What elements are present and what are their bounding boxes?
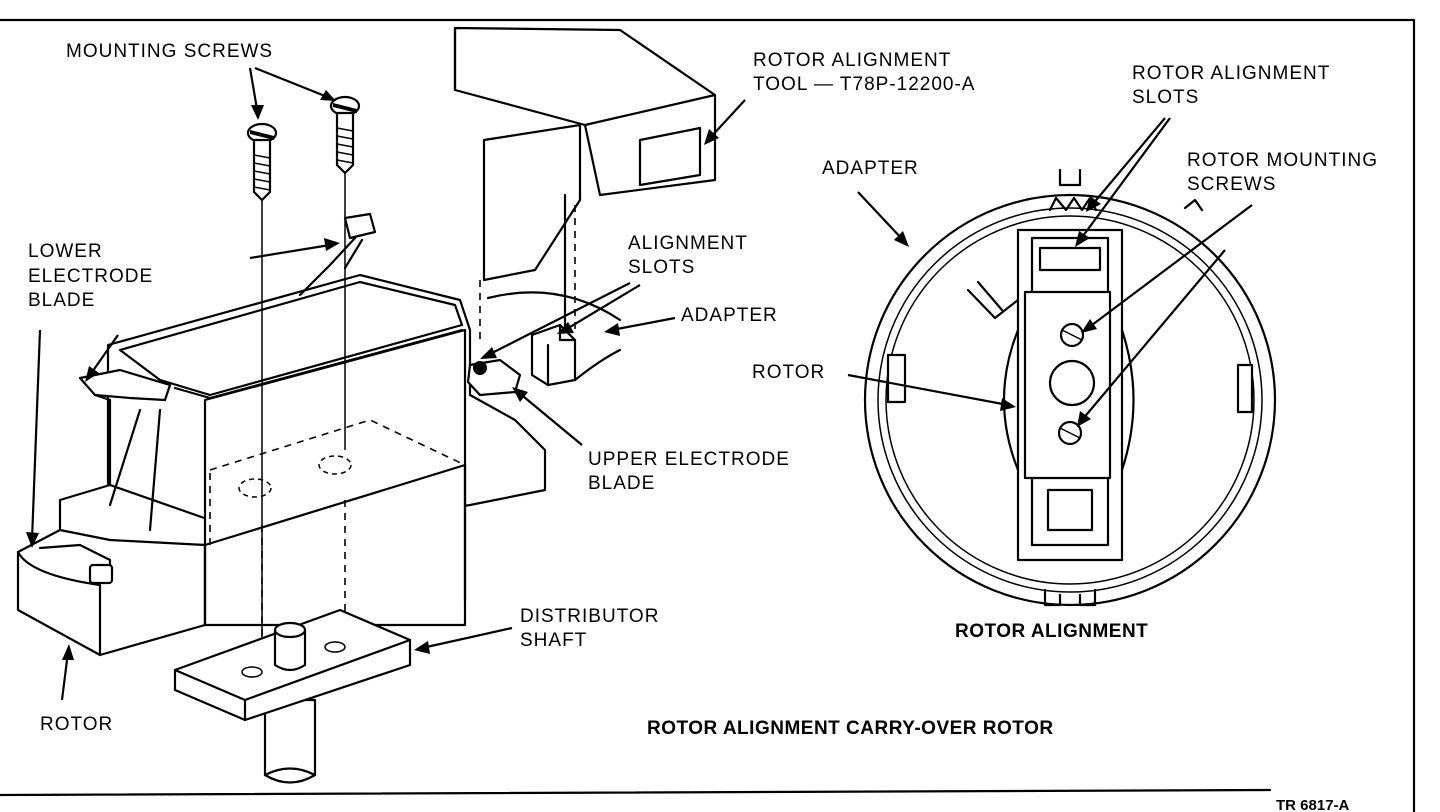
label-adapter-right: ADAPTER xyxy=(822,158,919,179)
leader-lines xyxy=(26,66,1253,701)
rotor-body-drawing xyxy=(16,212,547,657)
reference-number: TR 6817-A xyxy=(1276,797,1350,812)
label-rotor-slots-line1: ROTOR ALIGNMENT xyxy=(1132,63,1330,84)
label-alignment-slots-line2: SLOTS xyxy=(628,257,695,278)
label-lower-blade-line1: LOWER xyxy=(28,241,103,262)
label-upper-blade-line2: BLADE xyxy=(588,473,655,494)
rotor-alignment-view-drawing xyxy=(863,168,1277,607)
label-lower-blade-line2: ELECTRODE xyxy=(28,266,153,287)
label-upper-blade-line1: UPPER ELECTRODE xyxy=(588,449,790,470)
label-distributor-line2: SHAFT xyxy=(520,630,587,651)
label-distributor-line1: DISTRIBUTOR xyxy=(520,606,659,627)
label-lower-blade-line3: BLADE xyxy=(28,290,95,311)
text-labels: MOUNTING SCREWS ROTOR ALIGNMENT TOOL — T… xyxy=(28,41,1378,812)
mounting-screws-drawing xyxy=(246,95,361,680)
alignment-tool-drawing xyxy=(453,26,717,345)
label-rotor-slots-line2: SLOTS xyxy=(1132,87,1199,108)
caption-main: ROTOR ALIGNMENT CARRY-OVER ROTOR xyxy=(647,718,1054,739)
label-mounting-screws: MOUNTING SCREWS xyxy=(66,41,273,62)
label-rotor-right: ROTOR xyxy=(752,362,825,383)
label-alignment-slots-line1: ALIGNMENT xyxy=(628,233,748,254)
label-rotor-screws-line2: SCREWS xyxy=(1187,174,1276,195)
adapter-left-drawing xyxy=(486,291,622,387)
distributor-shaft-drawing xyxy=(173,608,412,784)
label-rotor-screws-line1: ROTOR MOUNTING xyxy=(1187,150,1378,171)
caption-right-view: ROTOR ALIGNMENT xyxy=(955,621,1148,642)
label-tool-line2: TOOL — T78P-12200-A xyxy=(753,74,975,95)
label-adapter-left: ADAPTER xyxy=(681,305,778,326)
label-rotor-left: ROTOR xyxy=(40,714,113,735)
page-border xyxy=(0,18,1416,812)
label-tool-line1: ROTOR ALIGNMENT xyxy=(753,50,951,71)
